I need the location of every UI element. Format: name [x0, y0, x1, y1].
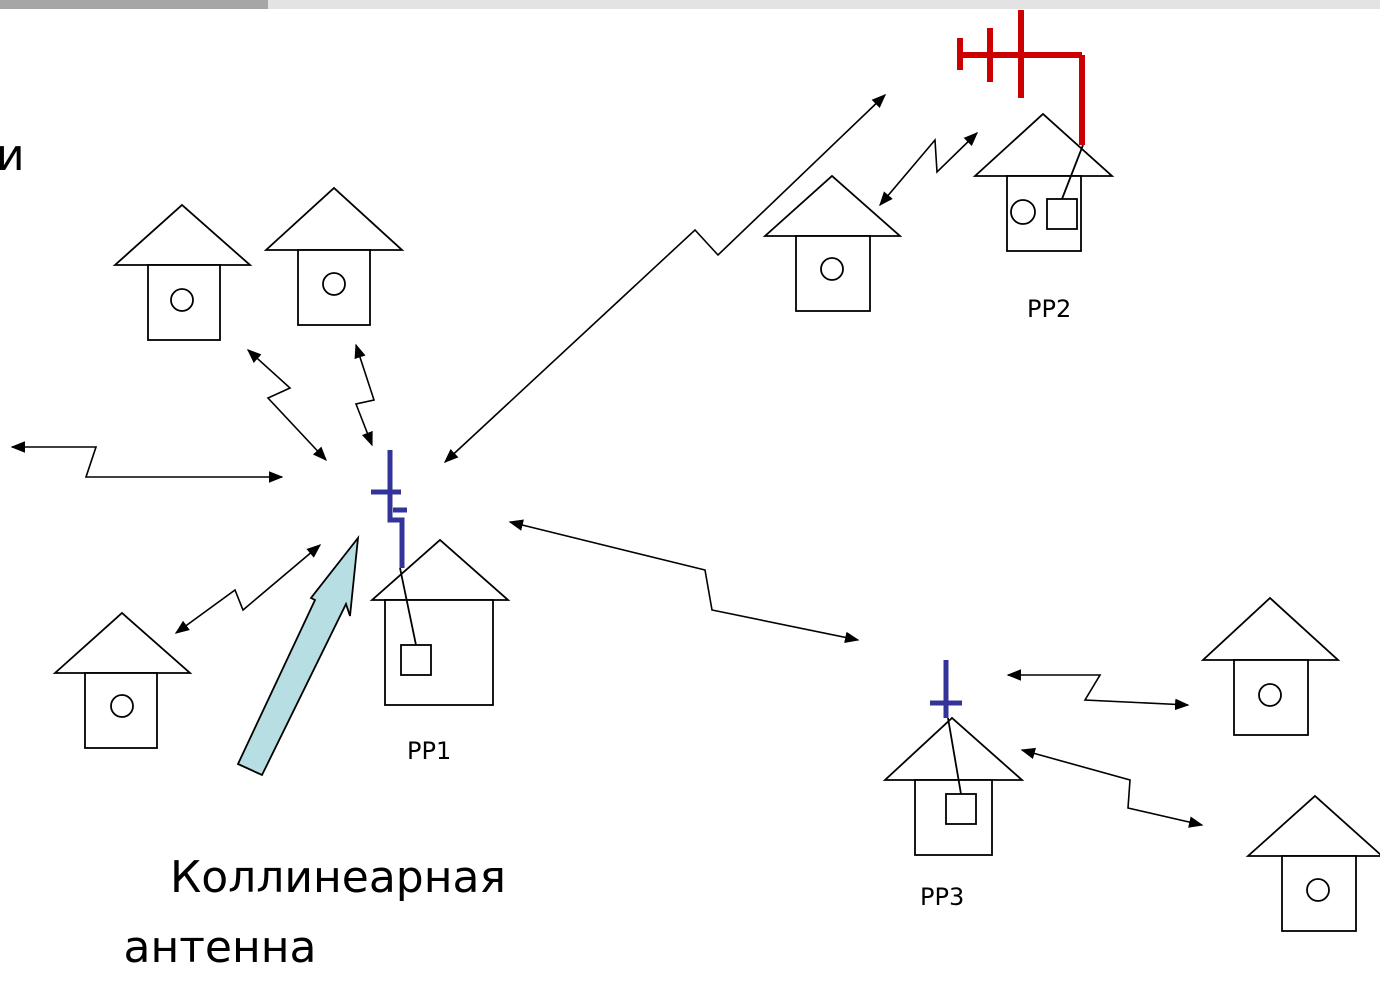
- house-icon: [1200, 596, 1341, 736]
- house-icon: [52, 611, 193, 749]
- house-icon: [263, 186, 405, 326]
- yagi-antenna-icon: [957, 10, 1085, 145]
- radio-link-arrow: [354, 343, 376, 447]
- house-icon: [369, 538, 511, 706]
- left-edge-text: и: [0, 130, 25, 181]
- house-icon: [1245, 794, 1380, 932]
- radio-link-arrow: [10, 441, 284, 483]
- radio-link-arrow: [1006, 669, 1190, 711]
- slide-top-bar-light: [268, 0, 1380, 9]
- slide-top-bar-dark: [0, 0, 268, 9]
- collinear-antenna-icon: [371, 450, 407, 568]
- radio-link-arrow: [879, 131, 979, 207]
- houses: [52, 112, 1380, 932]
- radio-link-arrow: [508, 519, 860, 644]
- house-icon: [112, 203, 253, 341]
- caption-line-2: антенна: [123, 922, 317, 973]
- house-icon: [762, 174, 903, 312]
- pointer-arrow: [236, 534, 360, 777]
- radio-links: [10, 94, 1204, 828]
- label-rp2: РР2: [1027, 295, 1072, 323]
- radio-link-arrow: [174, 544, 322, 634]
- radio-link-arrow: [246, 349, 327, 462]
- house-icon: [972, 112, 1115, 252]
- label-rp1: РР1: [407, 737, 452, 765]
- caption-line-1: Коллинеарная: [170, 852, 506, 903]
- collinear-antenna-icon: [930, 660, 962, 718]
- radio-link-arrow: [443, 94, 887, 463]
- radio-link-arrow: [1020, 747, 1204, 828]
- house-icon: [882, 716, 1025, 856]
- label-rp3: РР3: [920, 883, 965, 911]
